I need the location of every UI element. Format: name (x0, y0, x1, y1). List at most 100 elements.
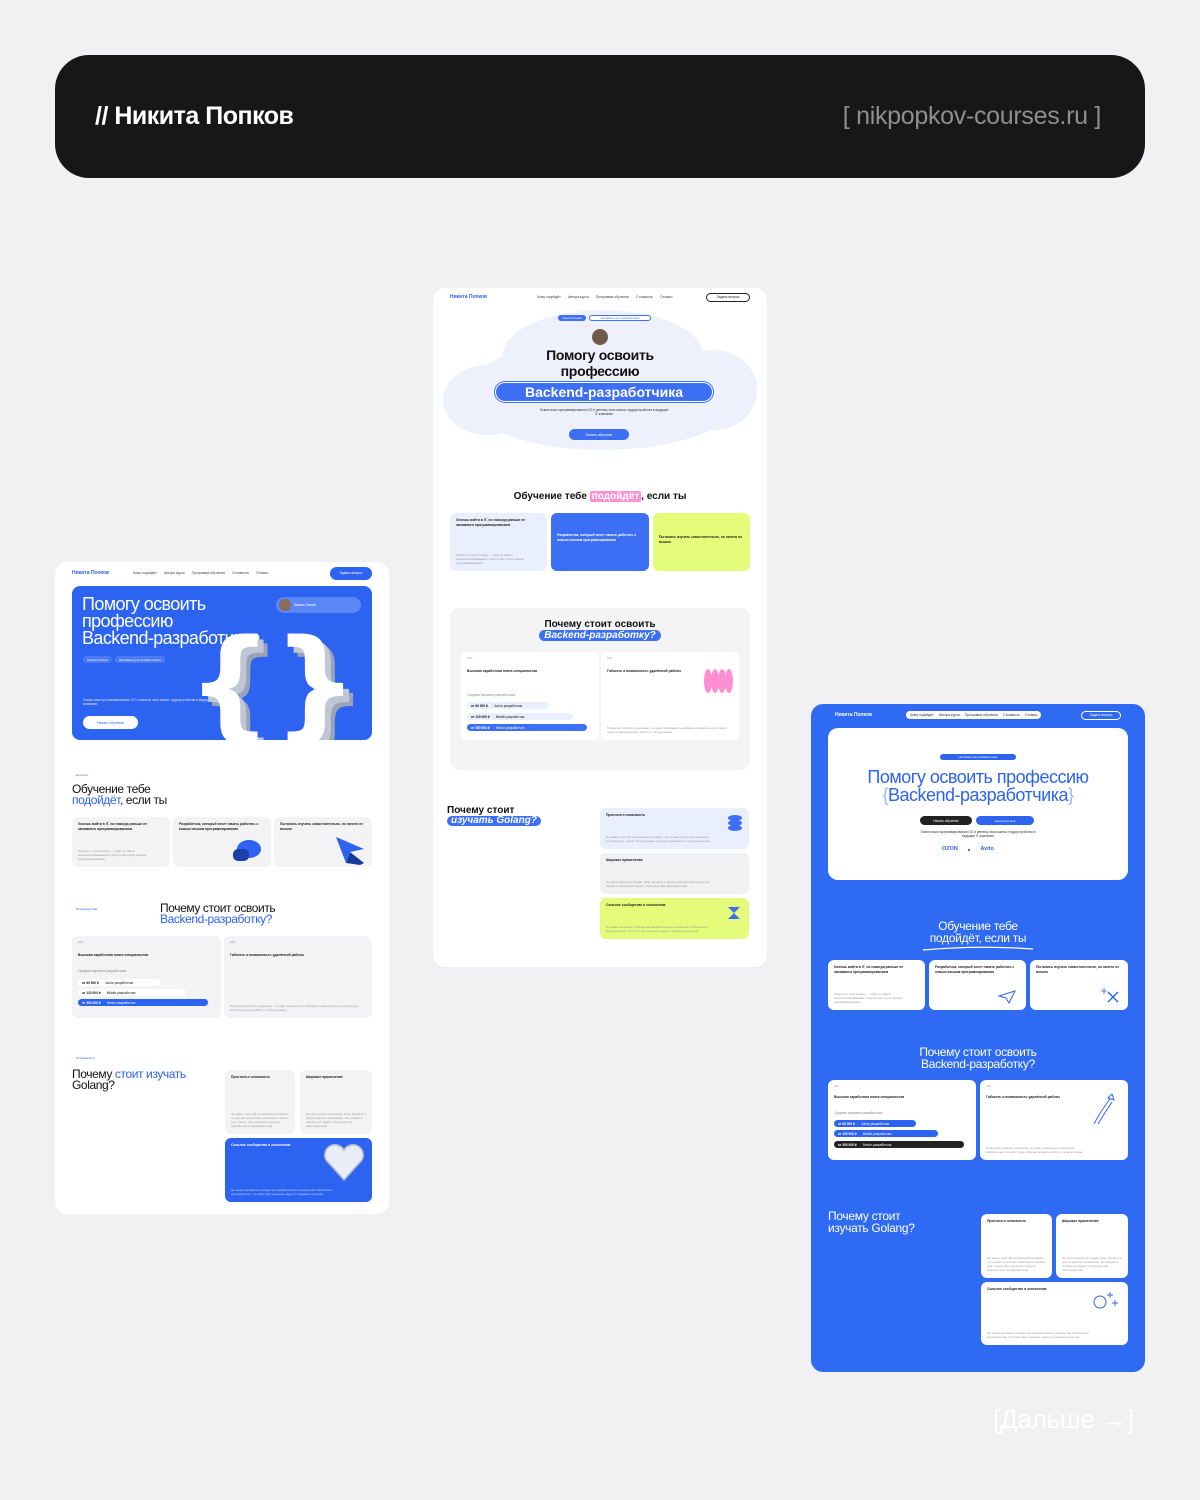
golang-card: Широкое применение Go используется в Goo… (1056, 1214, 1128, 1278)
ask-question-button[interactable]: Задать вопрос (1081, 710, 1121, 720)
section-title: Почему стоит освоить Backend-разработку? (433, 619, 767, 641)
mock-logo[interactable]: Никита Попков (450, 294, 488, 300)
nav-link[interactable]: Кому подойдёт (537, 295, 561, 299)
salary-bar: от 120 000 ₽Middle-разработчик (78, 989, 186, 996)
section-title: Почему стоит изучать Golang? (828, 1209, 915, 1235)
fit-card: Разработчик, который хочет начать работа… (173, 817, 271, 867)
section-label: Для кого (76, 773, 88, 777)
section-label: Особенности (76, 1056, 95, 1060)
author-badge: Никита Попков (976, 816, 1034, 825)
section-title: Почему стоит освоить Backend-разработку? (160, 901, 276, 926)
nav-link[interactable]: Отзывы (659, 295, 673, 299)
nav-link[interactable]: Автора курса (938, 713, 960, 717)
start-learning-button[interactable]: Начать обучение (569, 429, 629, 440)
nav-link[interactable]: Кому подойдёт (910, 713, 934, 717)
curly-brace-3d-icon: {} (187, 615, 358, 741)
nav-link[interactable]: Стоимость (1003, 713, 1020, 717)
salary-bar: от 300 000 ₽Senior-разработчик (834, 1141, 964, 1148)
salary-bar: от 60 000 ₽Junior-разработчик (467, 702, 549, 709)
salary-bar: от 60 000 ₽Junior-разработчик (834, 1120, 916, 1127)
tag: Никита Попков (83, 656, 112, 663)
hero-tags: Никита Попков Наставник для разработчико… (83, 656, 165, 663)
golang-card: Простота и читаемость Go имеет простой и… (600, 808, 749, 849)
sparkle-cross-icon (1101, 988, 1119, 1003)
nav-link[interactable]: Стоимость (232, 571, 249, 575)
nav-link[interactable]: Автора курса (567, 295, 589, 299)
start-learning-button[interactable]: Начать обучение (83, 716, 138, 729)
nav-link[interactable]: Программа обучения (191, 571, 225, 575)
fit-card: Хочешь войти в IT, но никогда раньше не … (72, 817, 170, 867)
nav-link[interactable]: Стоимость (636, 295, 653, 299)
salary-bar: от 120 000 ₽Middle-разработчик (467, 713, 573, 720)
tag: Наставник для разработчиков (940, 754, 1016, 760)
why-card: (02) Гибкость и возможность удалённой ра… (601, 652, 739, 740)
hero-title: Помогу освоить профессию {Backend-разраб… (867, 767, 1089, 805)
cursor-arrow-3d-icon (336, 837, 364, 865)
fit-card: Пытались изучать самостоятельно, но ниче… (274, 817, 372, 867)
smile-sparkles-icon (1093, 1292, 1118, 1309)
cylinder-3d-icon (233, 840, 261, 861)
why-card: (02) Гибкость и возможность удалённой ра… (980, 1080, 1128, 1160)
hero-highlight-pill: Backend-разработчика (495, 382, 713, 402)
mock-nav: Никита Попков Кому подойдёт Автора курса… (72, 566, 372, 580)
site-url-link[interactable]: [ nikpopkov-courses.ru ] (842, 102, 1102, 130)
tag: Никита Попков (558, 315, 586, 321)
next-link[interactable]: [Дальше →] (993, 1404, 1134, 1434)
fit-card: Пытались изучать самостоятельно, но ниче… (1030, 960, 1128, 1010)
nav-link[interactable]: Программа обучения (595, 295, 629, 299)
salary-bar: от 60 000 ₽Junior-разработчик (78, 979, 160, 986)
stack-icon (728, 815, 742, 831)
section-title: Почему стоит освоить Backend-разработку? (919, 1045, 1037, 1071)
nav-link[interactable]: Программа обучения (964, 713, 998, 717)
mockup-right: Никита Попков Кому подойдёт Автора курса… (811, 704, 1145, 1372)
underline-scribble (922, 946, 1034, 951)
start-learning-button[interactable]: Начать обучение (920, 816, 972, 825)
paper-plane-icon (998, 990, 1016, 1004)
tag: Наставник для разработчиков (114, 656, 165, 663)
partner-logos: OZON ■ Avito (942, 846, 994, 852)
fit-card: Хочешь войти в IT, но никогда раньше не … (828, 960, 925, 1010)
nav-link[interactable]: Отзывы (255, 571, 269, 575)
why-card: (01) Высокая заработная плата специалист… (72, 936, 221, 1018)
why-card: (01) Высокая заработная плата специалист… (461, 652, 599, 740)
ask-question-button[interactable]: Задать вопрос (330, 566, 372, 580)
author-brand: // Никита Попков (95, 102, 294, 130)
avatar (279, 599, 291, 611)
hero-description: Освою язык программирования GO и увеличу… (83, 698, 217, 707)
mockup-left: Никита Попков Кому подойдёт Автора курса… (55, 562, 389, 1214)
fit-card: Хочешь войти в IT, но никогда раньше не … (450, 513, 547, 571)
hero-description: Освою язык программирования GO и увеличу… (539, 408, 669, 417)
golang-card: Простота и читаемость Go имеет простой и… (981, 1214, 1052, 1278)
nav-link[interactable]: Отзывы (1024, 713, 1038, 717)
author-badge: Никита Попков (276, 597, 361, 613)
avito-logo: Avito (980, 846, 994, 852)
golang-card: Широкое применение Go используется в Goo… (300, 1070, 372, 1134)
salary-bar: от 300 000 ₽Senior-разработчик (78, 999, 208, 1006)
avatar (592, 329, 608, 345)
hero-title: Помогу освоить профессию Backend-разрабо… (82, 594, 261, 648)
hero-description: Освою язык программирования GO и увеличу… (920, 830, 1036, 839)
heart-3d-icon (323, 1144, 365, 1182)
ask-question-button[interactable]: Задать вопрос (706, 292, 750, 302)
mock-nav: Никита Попков Кому подойдёт Автора курса… (450, 292, 750, 302)
hero-section: Наставник для разработчиков Помогу освои… (828, 728, 1128, 880)
golang-card: Сильное сообщество и экосистема Go имеет… (600, 898, 749, 939)
mock-nav-links: Кому подойдёт Автора курса Программа обу… (133, 571, 268, 575)
mock-logo[interactable]: Никита Попков (72, 570, 110, 576)
mock-logo[interactable]: Никита Попков (835, 712, 873, 718)
hourglass-icon (728, 907, 740, 919)
nav-link[interactable]: Кому подойдёт (133, 571, 157, 575)
hero-section: Помогу освоить профессию Backend-разрабо… (72, 586, 372, 740)
why-card: (01) Высокая заработная плата специалист… (828, 1080, 976, 1160)
portfolio-header: // Никита Попков [ nikpopkov-courses.ru … (55, 55, 1145, 178)
why-card: (02) Гибкость и возможность удалённой ра… (224, 936, 372, 1018)
golang-card: Простота и читаемость Go имеет простой и… (225, 1070, 295, 1134)
fit-card: Разработчик, который хочет начать работа… (929, 960, 1026, 1010)
mock-nav-links: Кому подойдёт Автора курса Программа обу… (906, 711, 1042, 719)
mockup-middle: Никита Попков Кому подойдёт Автора курса… (433, 288, 767, 967)
golang-card: Сильное сообщество и экосистема Go имеет… (225, 1138, 372, 1202)
section-title: Почему стоит изучать Golang? (447, 806, 541, 826)
salary-bar: от 300 000 ₽Senior-разработчик (467, 724, 587, 731)
nav-link[interactable]: Автора курса (163, 571, 185, 575)
section-title: Обучение тебе подойдёт, если ты (72, 782, 167, 807)
